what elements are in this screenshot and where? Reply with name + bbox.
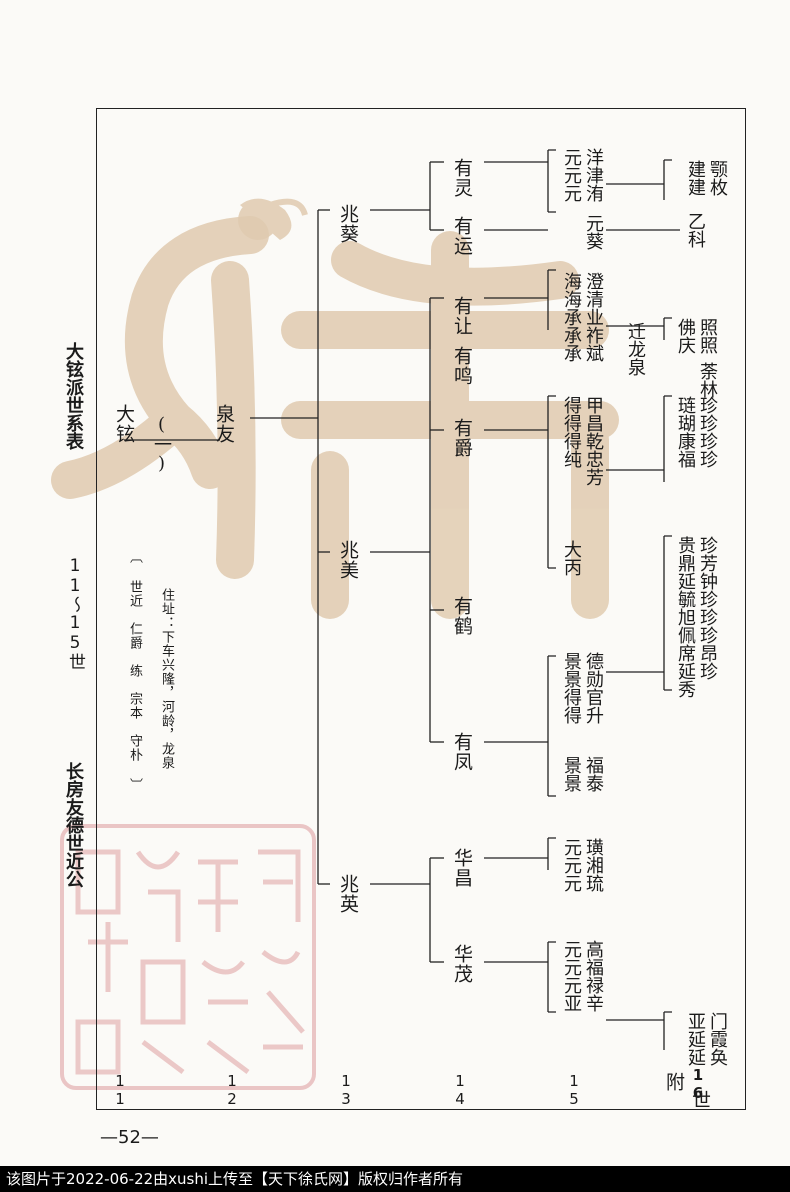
appendix-num: 16 (689, 1066, 707, 1102)
gen-label-11: 11 (111, 1072, 129, 1108)
gen15-col-c2: 福泰 (583, 756, 604, 792)
tree-root: 大铉 (113, 404, 135, 444)
gen16-col-b2: 珍芳钟珍珍珍昂珍 (697, 536, 718, 680)
gen-label-13: 13 (337, 1072, 355, 1108)
gen16-col-c2: 珍珍珍珍 (697, 396, 718, 468)
gen14-youling: 有灵 (451, 158, 473, 198)
gen16-col-c1: 琏瑚康福 (675, 396, 696, 468)
gen15-col-d2: 德勋官升 (583, 652, 604, 724)
gen13-zhaoying: 兆英 (337, 874, 359, 914)
gen15-col-i1: 元元元 (561, 148, 582, 202)
gen16-col-g2: 颚枚 (707, 160, 728, 196)
gen16-col-g1: 建建 (685, 160, 706, 196)
gen15-col-g1: 海海承承承 (561, 272, 582, 362)
title-mid: 11～15世 (65, 556, 85, 670)
tree-gen12: 泉友 (213, 404, 235, 444)
gen15-col-g3: 迁龙泉 (625, 322, 646, 376)
appendix-fu: 附 (663, 1072, 685, 1092)
gen16-col-e: 荼林 (697, 362, 718, 398)
gen16-col-b1: 贵鼎延毓旭佩席延秀 (675, 536, 696, 698)
gen15-col-a2: 高福禄辛 (583, 940, 604, 1012)
gen13-zhaomei: 兆美 (337, 540, 359, 580)
gen14-youfeng: 有凤 (451, 732, 473, 772)
gen15-col-d1: 景景得得 (561, 652, 582, 724)
footer-copyright: 该图片于2022-06-22由xushi上传至【天下徐氏网】版权归作者所有 (0, 1166, 790, 1192)
gen14-yourang: 有让 (451, 296, 473, 336)
table-frame (96, 108, 746, 1110)
gen15-col-e: 大丙 (561, 540, 582, 576)
gen16-col-a1: 亚延延 (685, 1012, 706, 1066)
gen13-zhaokui: 兆葵 (337, 204, 359, 244)
gen16-col-d1: 佛庆 (675, 318, 696, 354)
note-line2: 住址：下车兴隆，河龄，龙泉 (159, 588, 174, 770)
gen14-youyun: 有运 (451, 216, 473, 256)
gen-label-15: 15 (565, 1072, 583, 1108)
gen15-col-h: 元葵 (583, 214, 604, 250)
gen15-col-c1: 景景 (561, 756, 582, 792)
gen15-col-f1: 得得得纯 (561, 396, 582, 468)
gen15-col-g2: 澄清业祚斌 (583, 272, 604, 362)
gen15-col-b2: 璜湘琉 (583, 838, 604, 892)
gen15-col-b1: 元元元 (561, 838, 582, 892)
gen-label-14: 14 (451, 1072, 469, 1108)
title-left: 长房友德世近公 (63, 762, 84, 888)
gen16-col-d2: 照照 (697, 318, 718, 354)
note-line1: 〔 世近 仁爵 练 宗本 守朴 〕 (127, 550, 142, 792)
gen15-col-i2: 洋津洧 (583, 148, 604, 202)
gen15-col-a1: 元元元亚 (561, 940, 582, 1012)
gen14-huamao: 华茂 (451, 944, 473, 984)
page-number: —52— (100, 1127, 159, 1148)
gen14-youhe: 有鹤 (451, 596, 473, 636)
appendix-shi: 世 (689, 1090, 711, 1110)
gen15-col-f2: 甲昌乾忠芳 (583, 396, 604, 486)
title-right: 大铉派世系表 (63, 342, 84, 450)
gen14-youjue: 有爵 (451, 418, 473, 458)
gen-label-12: 12 (223, 1072, 241, 1108)
gen14-youming: 有鸣 (451, 346, 473, 386)
tree-root-note: (一) (151, 414, 172, 474)
gen16-col-a2: 门霞奂 (707, 1012, 728, 1066)
gen14-huachang: 华昌 (451, 848, 473, 888)
gen16-col-f: 乙科 (685, 212, 706, 248)
